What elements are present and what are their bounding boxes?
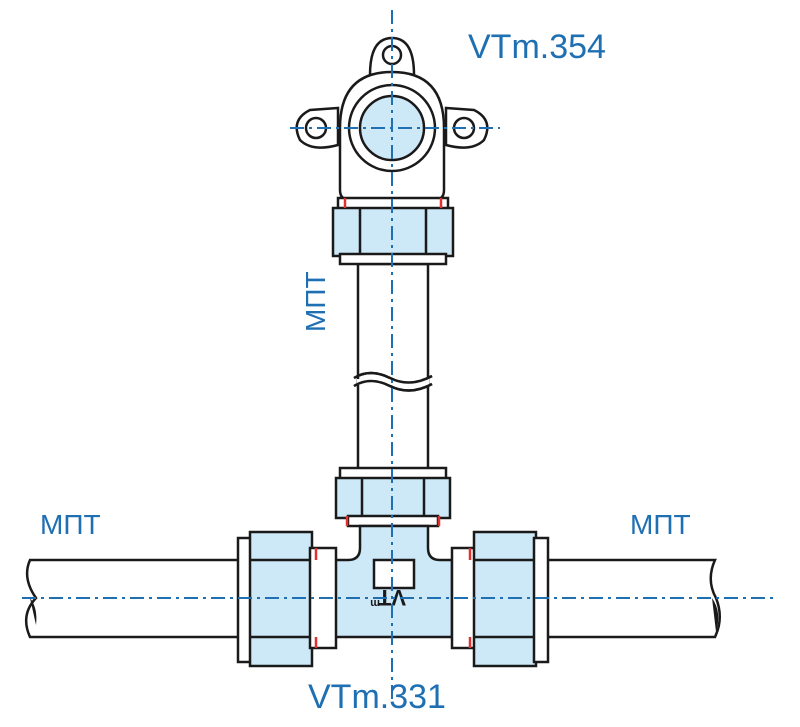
bottom-fitting-label: VTm.331 <box>308 678 446 716</box>
tee-body <box>333 524 454 639</box>
center-axis-lines <box>22 10 778 700</box>
top-fitting-label: VTm.354 <box>468 28 606 66</box>
pipe-right-label: МПТ <box>630 509 691 540</box>
svg-text:m: m <box>370 597 380 609</box>
pipe-left-label: МПТ <box>40 509 101 540</box>
pipe-vertical-label: МПТ <box>300 271 331 332</box>
